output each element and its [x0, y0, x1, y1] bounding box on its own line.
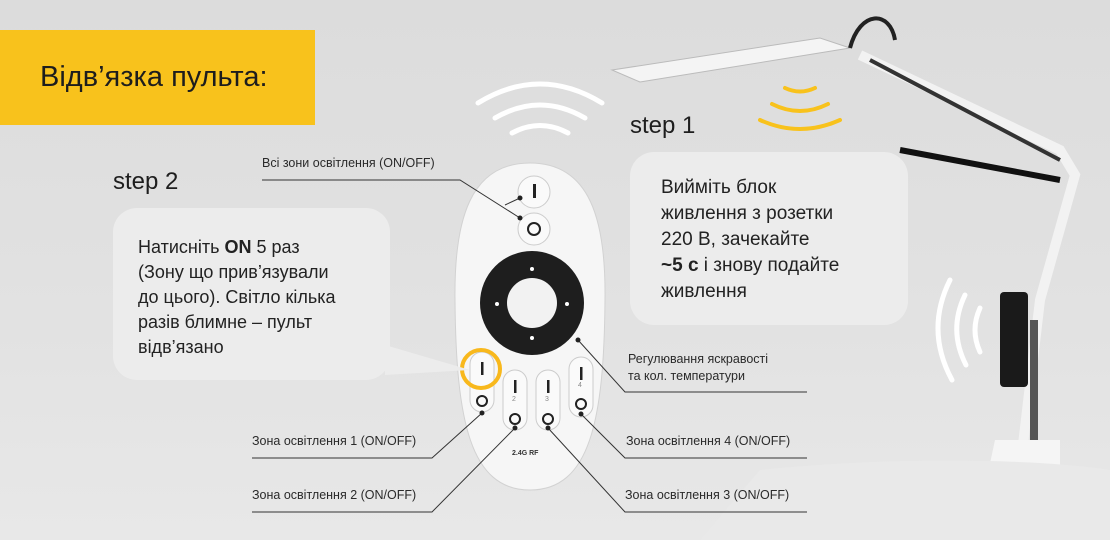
step1-bold: ~5 с [661, 255, 699, 276]
step2-line: 5 раз [251, 237, 300, 257]
zone-number: 4 [578, 382, 582, 389]
step2-line: відв’язано [138, 337, 224, 357]
step2-line: до цього). Світло кілька [138, 287, 336, 307]
desk-lamp-image [610, 16, 1110, 540]
leader-lines [252, 179, 807, 513]
callout-zone3: Зона освітлення 3 (ON/OFF) [625, 488, 790, 502]
step1-bubble: Вийміть блок живлення з розетки 220 В, з… [630, 152, 908, 325]
callout-zone2: Зона освітлення 2 (ON/OFF) [252, 488, 417, 502]
callout-all-zones: Всі зони освітлення (ON/OFF) [262, 156, 435, 170]
callout-zone4: Зона освітлення 4 (ON/OFF) [626, 434, 791, 448]
step1-label: step 1 [630, 112, 696, 139]
step2-line: (Зону що прив’язували [138, 262, 329, 282]
step2-line: Натисніть [138, 237, 225, 257]
zone-number: 2 [512, 396, 516, 403]
step1-line: живлення [661, 281, 747, 302]
step2-line: разів блимне – пульт [138, 312, 313, 332]
callout-brightness: Регулювання яскравості [628, 352, 769, 366]
remote-control [454, 162, 606, 491]
callout-zone1: Зона освітлення 1 (ON/OFF) [252, 434, 417, 448]
light-waves-icon [758, 86, 842, 131]
step1-line: 220 В, зачекайте [661, 229, 810, 250]
title-banner: Відв’язка пульта: [0, 30, 315, 125]
step2-label: step 2 [113, 168, 179, 195]
signal-waves-icon [475, 81, 983, 383]
zone-number: 3 [545, 396, 549, 403]
page-title: Відв’язка пульта: [40, 61, 268, 93]
step1-line: живлення з розетки [661, 203, 834, 224]
remote-badge: 2.4G RF [512, 450, 539, 457]
callout-brightness: та кол. температури [628, 369, 745, 383]
step2-bold: ON [224, 237, 252, 257]
step2-bubble: Натисніть ON 5 раз (Зону що прив’язували… [113, 208, 390, 380]
step1-line: і знову подайте [698, 255, 840, 276]
step1-line: Вийміть блок [661, 177, 777, 198]
